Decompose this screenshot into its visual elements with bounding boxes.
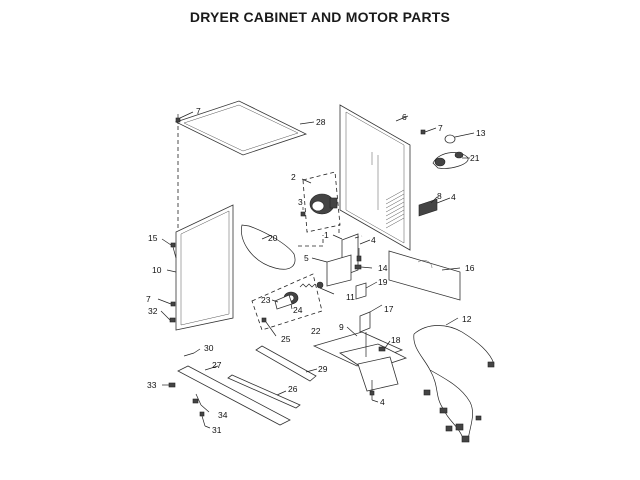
side-panel-part-10[interactable] bbox=[166, 204, 234, 331]
spacer-part-30[interactable] bbox=[183, 348, 201, 357]
callout-23: 23 bbox=[261, 295, 271, 305]
idler-arm-part-23[interactable] bbox=[271, 294, 293, 310]
callout-3: 3 bbox=[298, 197, 303, 207]
callout-16: 16 bbox=[465, 263, 475, 273]
callout-26: 26 bbox=[288, 384, 298, 394]
callout-32: 32 bbox=[148, 306, 158, 316]
callout-15: 15 bbox=[148, 233, 158, 243]
page-title: DRYER CABINET AND MOTOR PARTS bbox=[189, 9, 451, 25]
callout-20: 20 bbox=[268, 233, 278, 243]
callout-6: 6 bbox=[402, 112, 407, 122]
bracket-part-17[interactable] bbox=[359, 304, 383, 333]
screw-part-3[interactable] bbox=[300, 207, 306, 217]
callout-17: 17 bbox=[384, 304, 394, 314]
callout-33: 33 bbox=[147, 380, 157, 390]
strain-relief-part-21[interactable] bbox=[432, 151, 470, 169]
screw-part-14[interactable] bbox=[354, 264, 373, 270]
callout-18: 18 bbox=[391, 335, 401, 345]
callout-4-motor: 4 bbox=[371, 235, 376, 245]
callout-24: 24 bbox=[293, 305, 303, 315]
wire-harness-part-12[interactable] bbox=[413, 317, 495, 443]
bracket-part-8[interactable] bbox=[418, 196, 451, 217]
callout-29: 29 bbox=[318, 364, 328, 374]
callout-22: 22 bbox=[311, 326, 321, 336]
rail-part-26[interactable] bbox=[227, 374, 301, 409]
clip-part-19[interactable] bbox=[355, 281, 378, 300]
callout-1: 1 bbox=[324, 230, 329, 240]
screw-part-7-right[interactable] bbox=[420, 127, 437, 135]
callout-27: 27 bbox=[212, 360, 222, 370]
screw-part-7-bottom[interactable] bbox=[157, 298, 176, 307]
callout-5: 5 bbox=[304, 253, 309, 263]
front-rail-part-27[interactable] bbox=[177, 365, 291, 426]
rear-panel-part-6[interactable] bbox=[339, 104, 411, 251]
drive-motor[interactable] bbox=[301, 178, 338, 215]
screw-part-32[interactable] bbox=[160, 310, 176, 323]
callout-25: 25 bbox=[281, 334, 291, 344]
callout-30: 30 bbox=[204, 343, 214, 353]
callout-13: 13 bbox=[476, 128, 486, 138]
screw-part-31[interactable] bbox=[199, 411, 211, 429]
access-panel-part-16[interactable] bbox=[388, 250, 461, 301]
callout-11: 11 bbox=[346, 292, 355, 302]
screw-part-4-motor[interactable] bbox=[356, 239, 371, 262]
callout-28: 28 bbox=[316, 117, 326, 127]
callout-19: 19 bbox=[378, 277, 388, 287]
callout-4-base: 4 bbox=[380, 397, 385, 407]
callout-12: 12 bbox=[462, 314, 472, 324]
rail-part-29[interactable] bbox=[255, 345, 318, 382]
idler-spring-part-11[interactable] bbox=[299, 281, 335, 295]
drive-belt-part-20[interactable] bbox=[240, 224, 296, 270]
idler-assembly-group-part-22 bbox=[251, 273, 323, 331]
callout-10: 10 bbox=[152, 265, 162, 275]
power-cord-clamp-part-13[interactable] bbox=[444, 132, 475, 144]
screw-part-33[interactable] bbox=[162, 382, 176, 388]
callout-labels: 7 28 6 7 13 21 2 3 8 4 15 20 1 4 5 14 16… bbox=[146, 106, 486, 435]
top-panel-part-28[interactable] bbox=[174, 100, 315, 156]
callout-34: 34 bbox=[218, 410, 228, 420]
callout-31: 31 bbox=[212, 425, 222, 435]
callout-8: 8 bbox=[437, 191, 442, 201]
callout-7-bottom: 7 bbox=[146, 294, 151, 304]
callout-9: 9 bbox=[339, 322, 344, 332]
clip-part-34[interactable] bbox=[192, 393, 210, 413]
callout-14: 14 bbox=[378, 263, 388, 273]
belt-to-idler-guide bbox=[298, 235, 324, 247]
base-plate-part-9[interactable] bbox=[312, 326, 408, 392]
idler-screw-part-25[interactable] bbox=[261, 317, 277, 337]
motor-mount-dash-guide bbox=[338, 224, 363, 239]
callout-21: 21 bbox=[470, 153, 480, 163]
rear-panel-vent-grille bbox=[385, 189, 405, 229]
screw-part-4-base[interactable] bbox=[369, 380, 379, 403]
screw-part-18[interactable] bbox=[365, 332, 391, 357]
screw-part-15[interactable] bbox=[161, 238, 177, 259]
callout-7-top: 7 bbox=[196, 106, 201, 116]
callout-2: 2 bbox=[291, 172, 296, 182]
callout-7-right: 7 bbox=[438, 123, 443, 133]
screw-part-7-top[interactable] bbox=[175, 111, 194, 124]
motor-bracket-part-5[interactable] bbox=[311, 254, 352, 287]
callout-4-right: 4 bbox=[451, 192, 456, 202]
motor-assembly-group-part-2 bbox=[302, 171, 341, 233]
